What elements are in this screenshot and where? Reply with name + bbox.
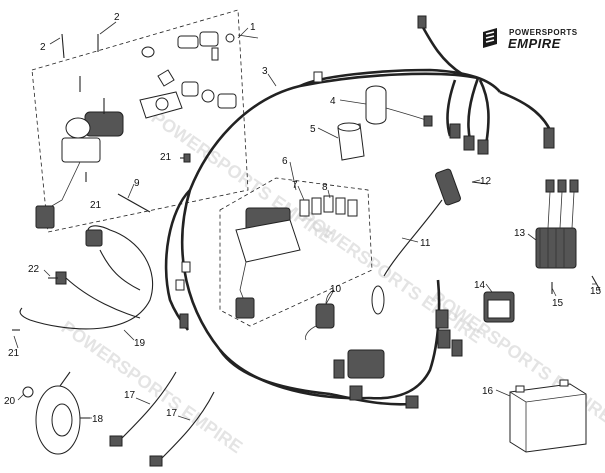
leader-lines (13, 21, 596, 421)
brand-line2: EMPIRE (508, 36, 561, 51)
watermark-text: POWERSPORTS EMPIRE (58, 317, 246, 457)
flasher-relay (365, 85, 433, 127)
callout-16: 16 (482, 386, 494, 397)
callout-17: 17 (124, 390, 136, 401)
callout-6: 6 (282, 156, 288, 167)
callout-5: 5 (310, 124, 316, 135)
ignition-switch-body (35, 111, 124, 229)
callout-2: 2 (114, 12, 120, 23)
callout-17: 17 (166, 408, 178, 419)
main-wire-harness (164, 15, 555, 409)
horn-bolt-20 (22, 386, 34, 398)
starter-relay (483, 291, 515, 323)
empire-shield-icon (483, 28, 497, 48)
bolt-9 (117, 193, 151, 213)
callout-15: 15 (590, 286, 602, 297)
callout-19: 19 (134, 338, 146, 349)
lock-cylinder-mid (157, 69, 237, 109)
ignition-coil (371, 168, 489, 315)
battery-cables (109, 371, 215, 467)
callout-4: 4 (330, 96, 336, 107)
horn (35, 371, 90, 455)
lock-cylinder-top (141, 31, 235, 61)
sub-harness-19 (19, 225, 154, 330)
callout-1: 1 (250, 22, 256, 33)
callout-9: 9 (134, 178, 140, 189)
callout-22: 22 (28, 264, 40, 275)
rubber-sleeve (337, 122, 365, 161)
brand-line1: POWERSPORTS (509, 28, 578, 37)
callout-21: 21 (8, 348, 20, 359)
fuse-box-assembly (219, 177, 373, 327)
brand-logo: POWERSPORTS EMPIRE (483, 28, 578, 51)
callout-7: 7 (292, 180, 298, 191)
callout-18: 18 (92, 414, 104, 425)
callout-8: 8 (322, 182, 328, 193)
callout-10: 10 (330, 284, 342, 295)
callout-21: 21 (90, 200, 102, 211)
callout-21: 21 (160, 152, 172, 163)
callout-11: 11 (420, 238, 431, 249)
callout-2: 2 (40, 42, 46, 53)
callout-13: 13 (514, 228, 526, 239)
callout-12: 12 (480, 176, 492, 187)
callout-20: 20 (4, 396, 16, 407)
callout-labels: 2 2 1 3 4 5 6 7 8 9 10 11 12 13 14 15 15… (4, 12, 602, 425)
ignition-lock-set (31, 9, 259, 233)
seat-lock-plate (139, 91, 183, 119)
callout-3: 3 (262, 66, 268, 77)
regulator-connector-10 (305, 289, 335, 341)
battery (509, 379, 587, 453)
callout-15: 15 (552, 298, 564, 309)
voltage-regulator (535, 179, 601, 294)
callout-14: 14 (474, 280, 486, 291)
